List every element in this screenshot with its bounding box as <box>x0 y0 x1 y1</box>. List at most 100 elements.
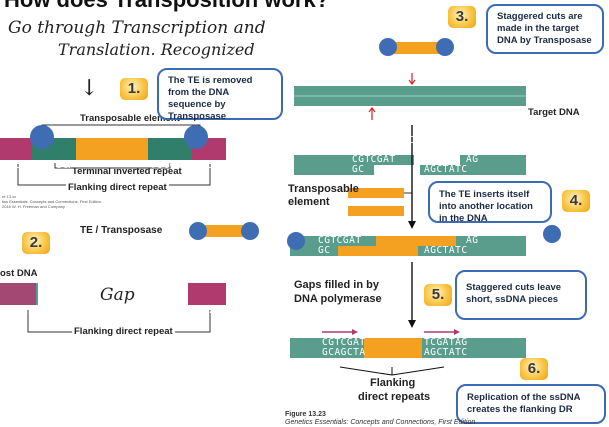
seq-host-right-bot: ACGTT <box>190 338 223 349</box>
seq-target-top: CGTCGATAG <box>384 105 440 116</box>
seq-tir-left-bot: TAGCGT <box>36 193 76 204</box>
step-6-callout: Replication of the ssDNA creates the fla… <box>456 384 606 424</box>
label-transposable-element: Transposable element <box>80 113 180 124</box>
free-transposase-right <box>241 222 259 240</box>
seq-right-repeat-bot: ACGTT <box>194 193 227 204</box>
transposase-left <box>30 125 54 149</box>
step-4-badge: 4. <box>562 190 590 212</box>
seq-tir-right-bot: ACGCTA <box>150 193 190 204</box>
label-te-transposase: TE / Transposase <box>80 225 163 236</box>
label-flanking-direct-repeat: Flanking direct repeat <box>66 182 169 193</box>
seq-ins-bot-right: AGCTATC <box>424 245 468 256</box>
step-3-callout: Staggered cuts are made in the target DN… <box>486 4 604 54</box>
ins-transposase-left <box>287 232 305 250</box>
figure-label: Figure 13.23 <box>285 411 326 418</box>
ins-dna-bot-left <box>290 246 338 256</box>
seq-target-bot: GCAGCTATC <box>384 135 440 146</box>
target-dna-bot <box>294 96 526 106</box>
small-fig-line1: re 13.xx <box>2 194 17 199</box>
step-3-badge: 3. <box>448 6 476 28</box>
handwritten-gap: Gap <box>100 285 135 305</box>
host-repeat-left <box>0 283 36 305</box>
ins-dna-bot-right <box>418 246 526 256</box>
seq-right-repeat: TGCAA ACGTT <box>194 138 227 215</box>
label-gaps-line1: Gaps filled in by <box>294 279 379 291</box>
top-transposase-left <box>379 38 397 56</box>
page-title: How does Transposition work? <box>4 0 329 13</box>
handwritten-arrow: ↓ <box>80 76 99 101</box>
free-transposase-left <box>189 222 207 240</box>
cut-dna-bot-right <box>420 165 526 175</box>
label-transposable-element-right-2: element <box>288 196 330 208</box>
final-te-bot <box>364 348 422 358</box>
left-diagram-graphics <box>0 124 259 333</box>
handwritten-note-line1: Go through Transcription and <box>8 18 266 38</box>
seq-final-top-left: CGTCGAT <box>322 337 366 348</box>
cut-dna-top-right <box>460 155 526 165</box>
seq-final-bot-right: AGCTATC <box>424 347 468 358</box>
tir-right <box>148 138 192 160</box>
label-transposable-element-right-1: Transposable <box>288 183 359 195</box>
cut-dna-top-left <box>294 155 414 165</box>
seq-host-right: TGCAA ACGTT <box>190 283 223 360</box>
ins-te-bot <box>338 246 418 256</box>
seq-host-left-bot: ACGTT <box>2 338 35 349</box>
step-5-callout: Staggered cuts leave short, ssDNA pieces <box>455 270 587 320</box>
seq-tir-right: TGCGAT ACGCTA <box>150 138 189 215</box>
label-terminal-inverted-repeat: Terminal inverted repeat <box>72 166 182 177</box>
seq-cut-top-left: CGTCGAT <box>352 154 396 165</box>
label-flanking-line1: Flanking <box>370 377 416 389</box>
seq-host-left: TGCAA ACGTT <box>2 283 35 360</box>
seq-ins-top-right: AG <box>466 235 479 246</box>
seq-final-top-right: TCGATAG <box>424 337 468 348</box>
target-dna-top <box>294 86 526 96</box>
free-te-bar <box>198 225 248 237</box>
label-gaps-line2: DNA polymerase <box>294 293 382 305</box>
host-dna-right <box>188 283 226 305</box>
repeat-left <box>0 138 32 160</box>
seq-left-repeat: TGCA ACGTT <box>2 138 35 215</box>
ins-dna-top-left <box>290 236 376 246</box>
label-host-dna: ost DNA <box>0 268 38 279</box>
small-fig-line2: tics Essentials: Concepts and Connection… <box>2 199 101 204</box>
cut-arrow-top <box>408 73 416 85</box>
final-te-top <box>364 338 422 348</box>
label-flanking-line2: direct repeats <box>358 391 431 403</box>
seq-right-repeat-top: TGCAA <box>194 160 227 171</box>
top-te-bar <box>390 42 442 54</box>
seq-left-repeat-top: TGCA <box>2 160 29 171</box>
step-1-badge: 1. <box>120 78 148 100</box>
seq-cut-bot-right: AGCTATC <box>424 164 468 175</box>
handwritten-note-line2: Translation. Recognized <box>58 40 255 59</box>
seq-ins-top-left: CGTCGAT <box>318 235 362 246</box>
step-5-badge: 5. <box>424 284 452 306</box>
cut-dna-bot-left <box>294 165 374 175</box>
label-flanking-direct-repeat-2: Flanking direct repeat <box>72 326 175 337</box>
seq-tir-left: ATCGCA TAGCGT <box>36 138 75 215</box>
small-fig-line3: 2016 W. H. Freeman and Company <box>2 204 65 209</box>
seq-tir-left-top: ATCGCA <box>36 160 76 171</box>
figure-caption: Genetics Essentials: Concepts and Connec… <box>285 419 476 426</box>
step-6-badge: 6. <box>520 358 548 380</box>
ins-transposase-right <box>543 225 561 243</box>
transposase-right <box>184 125 208 149</box>
step-1-callout: The TE is removed from the DNA sequence … <box>157 68 283 122</box>
seq-left-repeat-bot: ACGTT <box>2 193 35 204</box>
seq-target-dna: CGTCGATAG GCAGCTATC <box>384 86 440 156</box>
seq-host-right-top: TGCAA <box>190 305 223 316</box>
step-4-callout: The TE inserts itself into another locat… <box>428 181 552 224</box>
seq-tir-right-top: TGCGAT <box>150 160 190 171</box>
ins-te-top <box>376 236 456 246</box>
seq-final-bot-left: GCAGCTA <box>322 347 366 358</box>
free-te-piece-1 <box>348 188 404 198</box>
label-target-dna: Target DNA <box>528 107 580 118</box>
ins-dna-top-right <box>456 236 526 246</box>
seq-cut-bot-left: GC <box>352 164 365 175</box>
seq-host-left-top: TGCAA <box>2 305 35 316</box>
cut-arrow-bot <box>368 107 376 120</box>
seq-ins-bot-left: GC <box>318 245 331 256</box>
step-2-badge: 2. <box>22 232 50 254</box>
top-transposase-right <box>436 38 454 56</box>
seq-cut-top-right: AG <box>466 154 479 165</box>
